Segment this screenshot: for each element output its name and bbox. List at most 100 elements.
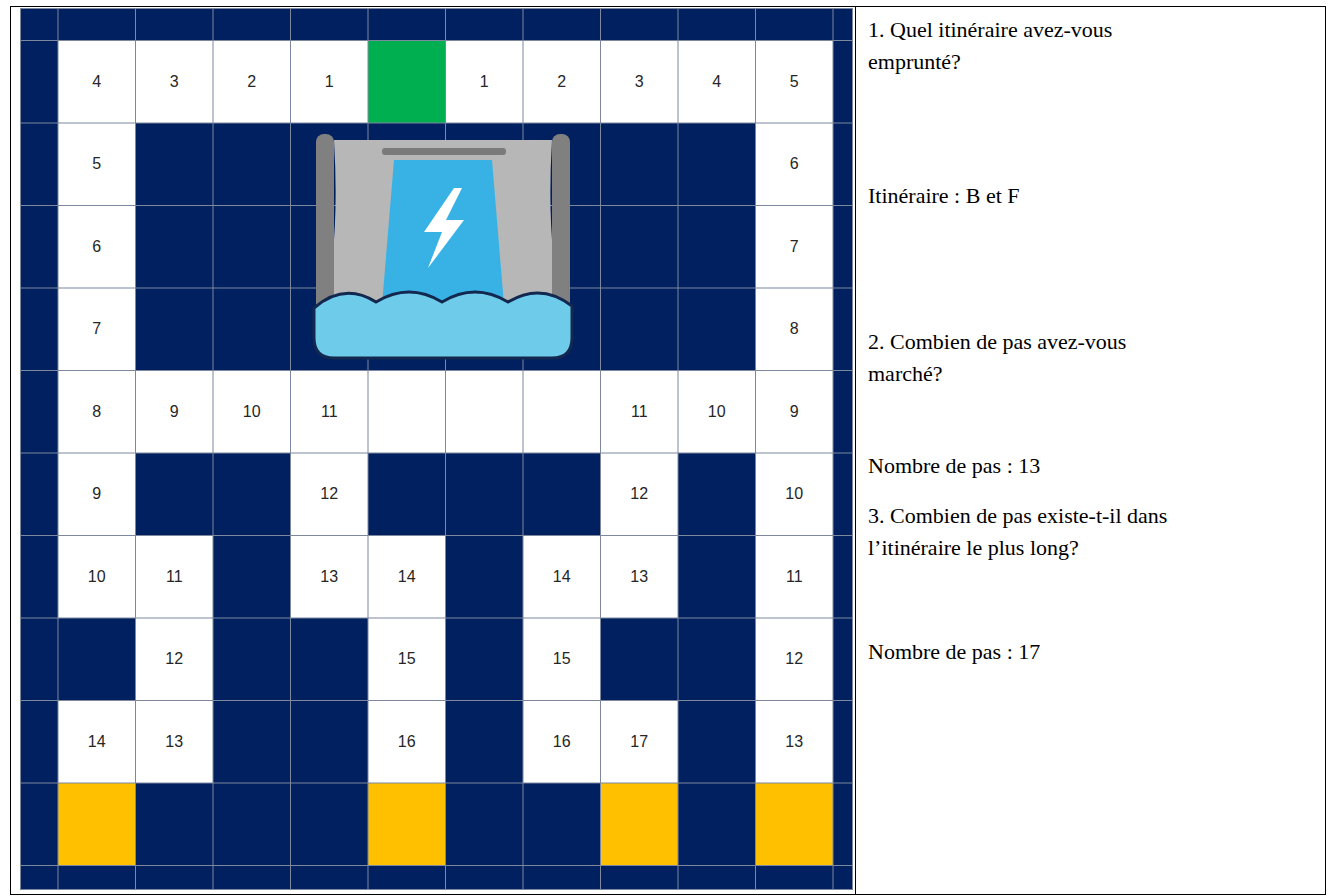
grid-line [20, 8, 853, 9]
step-number: 8 [58, 371, 136, 454]
path-cell [756, 618, 834, 701]
grid-line [600, 8, 601, 890]
step-number: 4 [678, 41, 756, 124]
path-cell [678, 41, 756, 124]
path-cell [601, 453, 679, 536]
step-number: 10 [756, 453, 834, 536]
path-cell [58, 536, 136, 619]
path-cell [446, 41, 524, 124]
path-cell [136, 618, 214, 701]
path-cell [213, 41, 291, 124]
step-number: 9 [58, 453, 136, 536]
step-number: 6 [58, 206, 136, 289]
step-number: 17 [601, 701, 679, 784]
step-number: 2 [213, 41, 291, 124]
path-cell [291, 536, 369, 619]
grid-line [20, 370, 853, 371]
grid-line [20, 8, 21, 890]
step-number: 11 [601, 371, 679, 454]
path-cell [756, 206, 834, 289]
path-cell [58, 371, 136, 454]
step-number: 14 [58, 701, 136, 784]
path-cell [58, 206, 136, 289]
path-cell [291, 453, 369, 536]
grid-line [20, 889, 853, 890]
path-cell [756, 701, 834, 784]
path-cell [523, 536, 601, 619]
exit-cell [756, 783, 834, 866]
step-number: 13 [601, 536, 679, 619]
question-text: 2. Combien de pas avez-vous marché? [868, 326, 1188, 390]
question-text: 3. Combien de pas existe-t-il dans l’iti… [868, 500, 1188, 564]
step-number: 10 [58, 536, 136, 619]
path-cell [291, 41, 369, 124]
path-cell [58, 41, 136, 124]
step-number: 13 [291, 536, 369, 619]
grid-line [833, 8, 834, 890]
step-number: 10 [213, 371, 291, 454]
path-cell [368, 536, 446, 619]
path-cell [756, 536, 834, 619]
step-number: 5 [756, 41, 834, 124]
path-cell [58, 453, 136, 536]
step-number: 7 [58, 288, 136, 371]
answer-text: Nombre de pas : 17 [868, 636, 1188, 668]
step-number: 8 [756, 288, 834, 371]
grid-line [58, 8, 59, 890]
path-cell [756, 453, 834, 536]
grid-line [20, 783, 853, 784]
step-number: 3 [601, 41, 679, 124]
step-number: 13 [136, 701, 214, 784]
grid-line [135, 8, 136, 890]
answer-text: Nombre de pas : 13 [868, 450, 1188, 482]
exit-cell [58, 783, 136, 866]
grid-line [20, 40, 853, 41]
step-number: 2 [523, 41, 601, 124]
path-cell [136, 701, 214, 784]
step-number: 10 [678, 371, 756, 454]
path-cell [601, 536, 679, 619]
grid-line [678, 8, 679, 890]
path-cell [523, 371, 601, 454]
start-cell [368, 41, 446, 124]
path-cell [291, 371, 369, 454]
step-number: 5 [58, 123, 136, 206]
step-number: 12 [291, 453, 369, 536]
step-number: 13 [756, 701, 834, 784]
path-cell [368, 618, 446, 701]
path-cell [58, 123, 136, 206]
step-number: 1 [291, 41, 369, 124]
step-number: 16 [523, 701, 601, 784]
step-number: 1 [446, 41, 524, 124]
path-cell [601, 701, 679, 784]
grid-line [852, 8, 853, 890]
maze-ground [20, 8, 853, 890]
path-cell [756, 288, 834, 371]
grid-line [20, 700, 853, 701]
path-cell [368, 371, 446, 454]
path-cell [136, 536, 214, 619]
step-number: 15 [523, 618, 601, 701]
path-cell [136, 41, 214, 124]
step-number: 11 [291, 371, 369, 454]
step-number: 9 [756, 371, 834, 454]
answer-text: Itinéraire : B et F [868, 180, 1188, 212]
step-number: 7 [756, 206, 834, 289]
step-number: 11 [756, 536, 834, 619]
path-cell [756, 371, 834, 454]
grid-line [290, 8, 291, 890]
step-number: 14 [523, 536, 601, 619]
step-number: 4 [58, 41, 136, 124]
path-cell [756, 123, 834, 206]
path-cell [678, 371, 756, 454]
step-number: 14 [368, 536, 446, 619]
path-cell [368, 701, 446, 784]
path-cell [523, 701, 601, 784]
exit-cell [601, 783, 679, 866]
question-text: 1. Quel itinéraire avez-vous emprunté? [868, 14, 1188, 78]
step-number: 3 [136, 41, 214, 124]
grid-line [755, 8, 756, 890]
path-cell [136, 371, 214, 454]
